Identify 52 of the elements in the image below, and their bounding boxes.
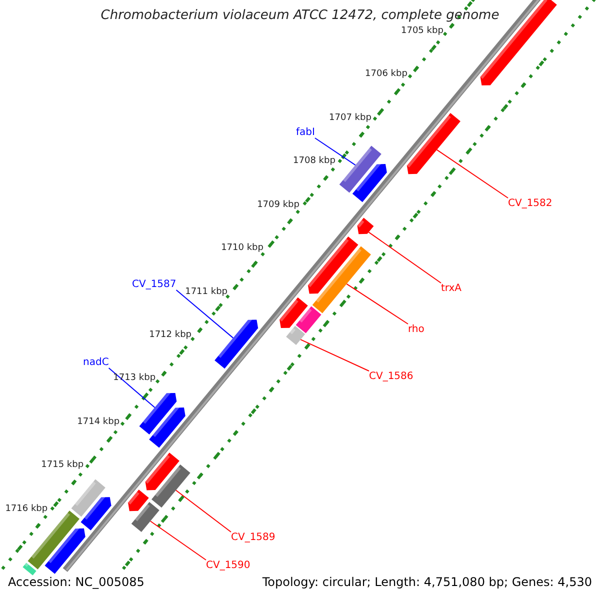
scale-label: 1714 kbp bbox=[77, 418, 120, 428]
gene-bar bbox=[214, 318, 258, 369]
scale-label: 1708 kbp bbox=[293, 157, 336, 167]
gene-label: CV_1589 bbox=[231, 532, 276, 543]
scale-label: 1716 kbp bbox=[5, 504, 48, 515]
gene-bar bbox=[152, 464, 190, 508]
gene-bar bbox=[131, 502, 160, 532]
info-text: Accession: NC_005085 bbox=[8, 576, 144, 590]
gene-label: fabI bbox=[296, 127, 315, 138]
gene-bar bbox=[80, 495, 112, 530]
scale-label: 1709 kbp bbox=[257, 200, 300, 210]
leader-line bbox=[300, 339, 370, 372]
gene-label: CV_1587 bbox=[132, 279, 176, 290]
gene-bar bbox=[339, 146, 382, 193]
gene-bar bbox=[44, 526, 86, 574]
gene-bar bbox=[308, 236, 358, 294]
gene-bar bbox=[22, 562, 36, 576]
gene-bar bbox=[71, 479, 106, 517]
scale-label: 1711 kbp bbox=[185, 288, 228, 298]
gene-bar bbox=[352, 162, 387, 202]
scale-label: 1715 kbp bbox=[41, 461, 84, 472]
leader-line bbox=[368, 232, 442, 284]
scale-label: 1707 kbp bbox=[329, 114, 372, 124]
leader-line bbox=[436, 149, 508, 198]
chart-title: Chromobacterium violaceum ATCC 12472, complete genome bbox=[100, 9, 500, 24]
gene-bar bbox=[296, 306, 322, 334]
scale-label: 1712 kbp bbox=[149, 331, 192, 341]
gene-bar bbox=[145, 452, 180, 490]
leader-line bbox=[346, 283, 408, 324]
leader-line bbox=[176, 290, 234, 338]
leader-line bbox=[175, 490, 232, 532]
gene-label: CV_1582 bbox=[508, 198, 552, 209]
gene-label: rho bbox=[408, 324, 424, 335]
leader-line bbox=[314, 138, 356, 166]
scale-label: 1706 kbp bbox=[365, 70, 408, 80]
gene-bar bbox=[280, 297, 308, 328]
scale-label: 1710 kbp bbox=[221, 244, 264, 254]
info-text: Topology: circular; Length: 4,751,080 bp; Genes: 4,530 bbox=[262, 576, 592, 590]
gene-label: nadC bbox=[83, 357, 109, 368]
gene-label: CV_1586 bbox=[369, 371, 414, 382]
gene-bar bbox=[312, 246, 371, 314]
gene-bar bbox=[149, 406, 186, 448]
gene-label: trxA bbox=[441, 283, 462, 294]
gene-bar bbox=[357, 218, 374, 234]
gene-bar bbox=[406, 113, 460, 174]
gene-bar bbox=[128, 490, 149, 512]
gene-bar bbox=[139, 391, 177, 435]
leader-line bbox=[150, 520, 206, 560]
leader-line bbox=[108, 368, 156, 408]
scale-label: 1705 kbp bbox=[401, 26, 444, 36]
gene-bar bbox=[286, 326, 306, 345]
gene-label: CV_1590 bbox=[206, 560, 250, 571]
